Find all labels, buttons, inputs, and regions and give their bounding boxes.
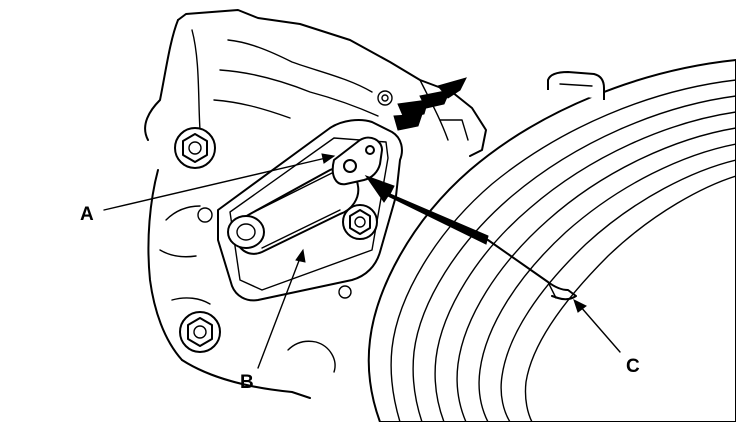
leader-line-b [257,248,306,369]
pin-tool [487,239,577,301]
callout-label-c: C [626,356,640,377]
small-hole-bottom [338,285,352,299]
leader-line-c [573,299,621,353]
callout-label-a: A [80,204,94,225]
inspection-opening [217,119,403,302]
callout-label-b: B [240,372,254,393]
rotation-arrow-icon [393,77,467,131]
tensioner-bolt-right [342,204,378,240]
leader-line-a [103,153,336,211]
small-hole-left [197,207,213,223]
bolt-upper-left [174,127,216,169]
bolt-lower-left [179,311,221,353]
tensioner-lever [331,136,383,186]
insertion-arrow [364,175,489,245]
small-hole-top [377,90,393,106]
tensioner-body [227,167,360,255]
